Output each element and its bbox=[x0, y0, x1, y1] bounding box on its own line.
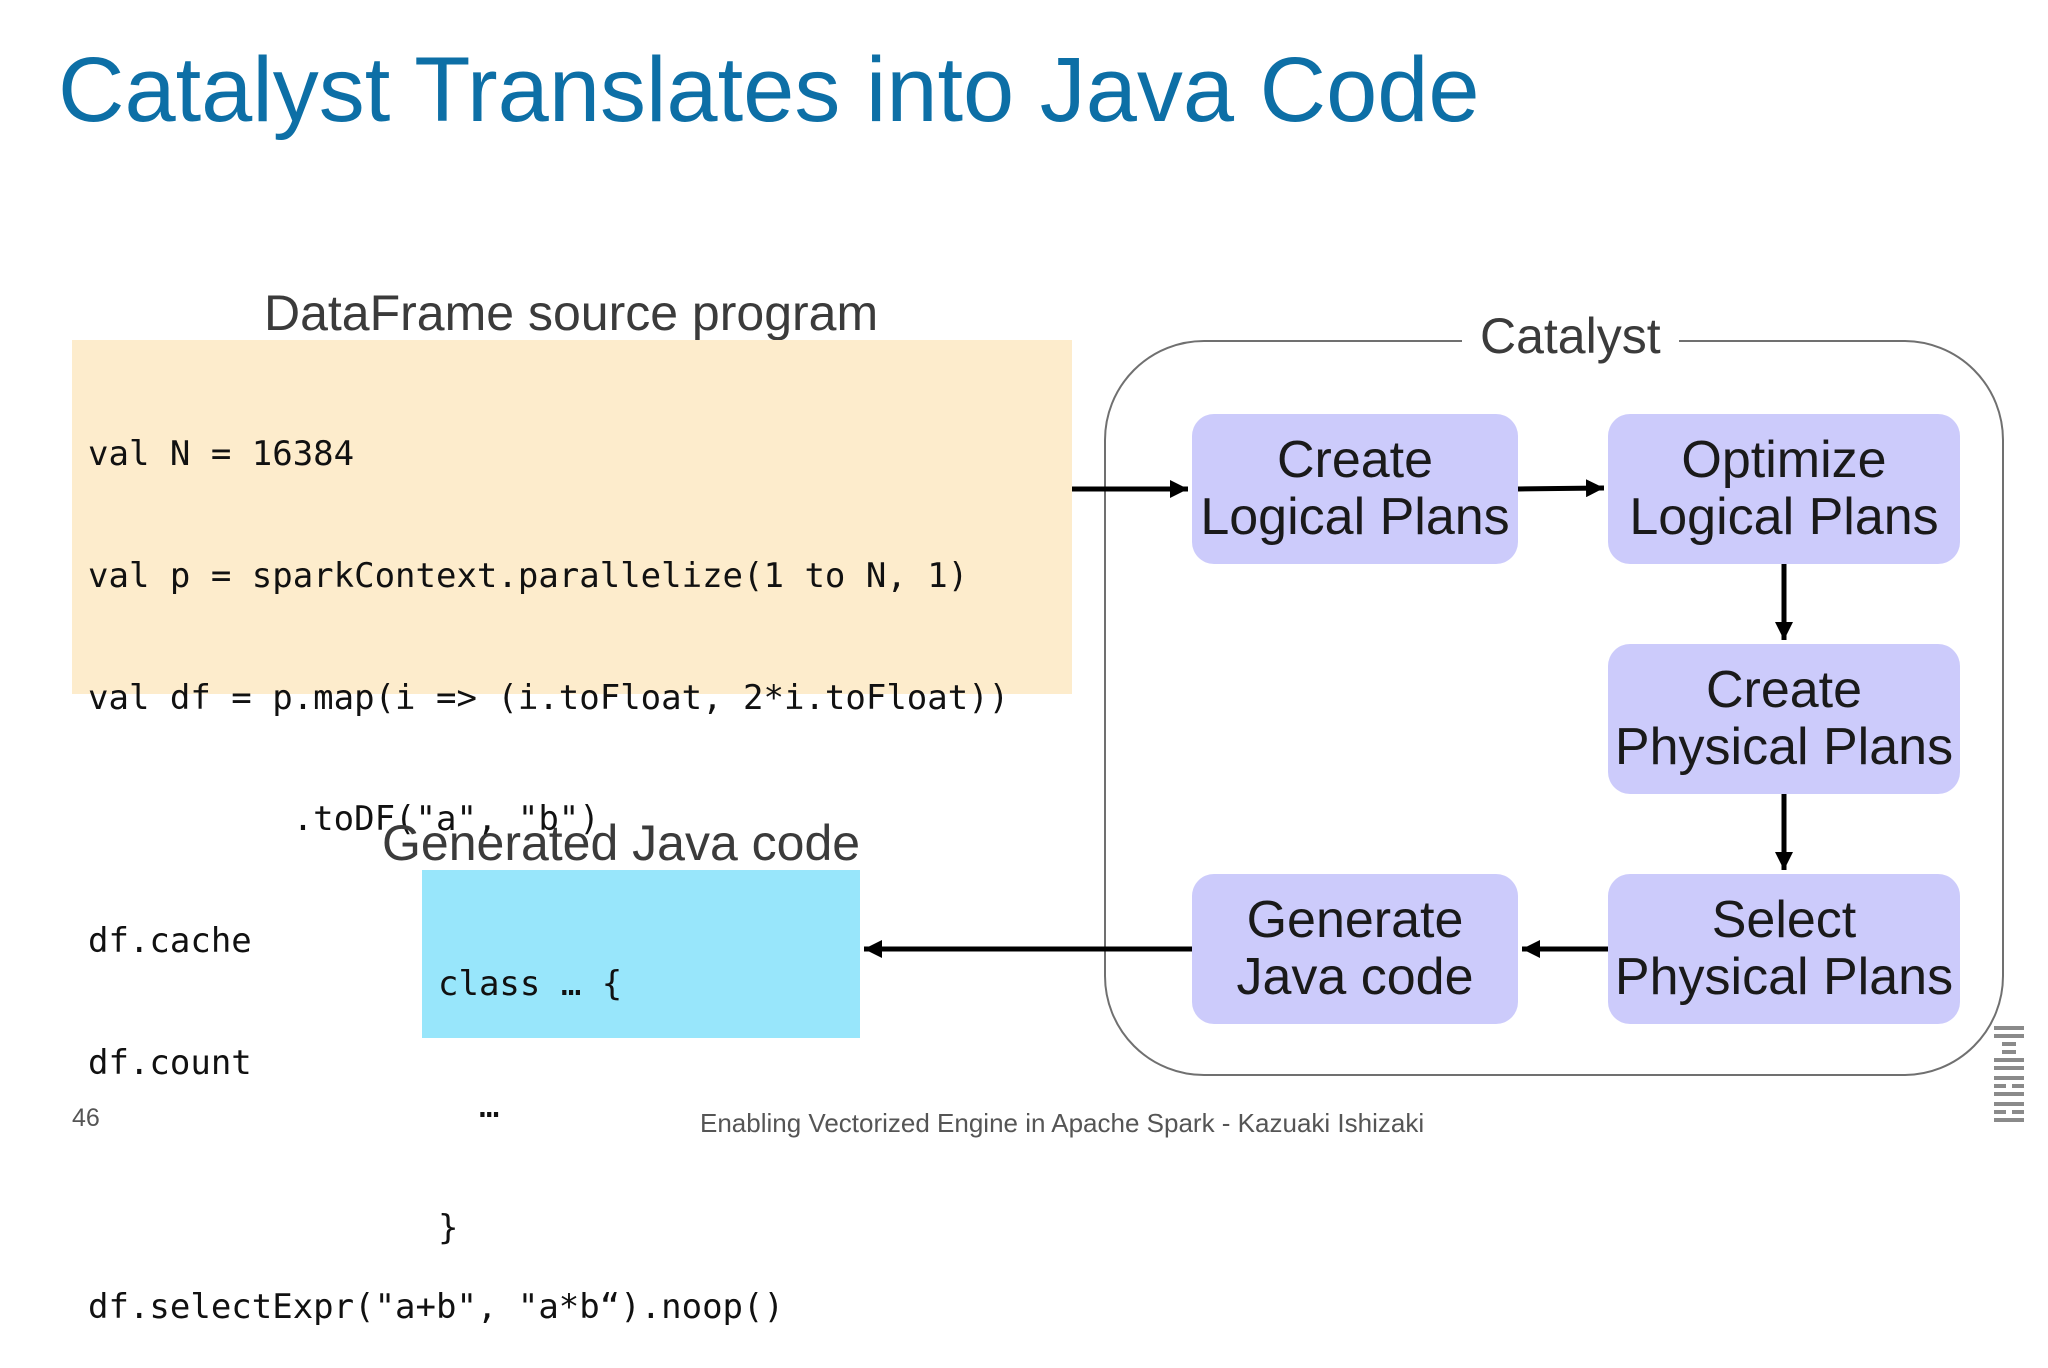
page-number: 46 bbox=[72, 1104, 100, 1132]
stage-label-line: Java code bbox=[1236, 948, 1474, 1006]
catalyst-label: Catalyst bbox=[1462, 306, 1679, 366]
create-logical-plans-stage: Create Logical Plans bbox=[1192, 414, 1518, 564]
create-physical-plans-stage: Create Physical Plans bbox=[1608, 644, 1960, 794]
stage-label-line: Generate bbox=[1246, 890, 1464, 949]
code-line: df.cache bbox=[88, 921, 252, 962]
select-physical-plans-stage: Select Physical Plans bbox=[1608, 874, 1960, 1024]
code-line: } bbox=[438, 1207, 459, 1248]
stage-label-line: Physical Plans bbox=[1614, 948, 1954, 1006]
code-line: val p = sparkContext.parallelize(1 to N,… bbox=[88, 555, 969, 596]
code-line: df.count bbox=[88, 1042, 252, 1083]
code-line: df.selectExpr("a+b", "a*b“).noop() bbox=[88, 1286, 784, 1327]
code-line: val df = p.map(i => (i.toFloat, 2*i.toFl… bbox=[88, 677, 1010, 718]
code-line: .toDF("a", "b") bbox=[88, 799, 600, 840]
stage-label-line: Select bbox=[1711, 890, 1857, 949]
source-program-label: DataFrame source program bbox=[264, 285, 879, 341]
footer-text: Enabling Vectorized Engine in Apache Spa… bbox=[700, 1108, 1425, 1138]
code-line: … bbox=[438, 1085, 500, 1126]
generate-java-code-stage: Generate Java code bbox=[1192, 874, 1518, 1024]
code-line bbox=[88, 1165, 1072, 1207]
stage-label-line: Optimize bbox=[1681, 430, 1887, 489]
stage-label-line: Physical Plans bbox=[1614, 718, 1954, 776]
arrow-create-to-optimize-logical bbox=[1517, 479, 1605, 498]
generated-code-block: class … { … } bbox=[422, 870, 860, 1248]
stage-label-line: Create bbox=[1276, 430, 1434, 489]
stage-label-line: Logical Plans bbox=[1629, 488, 1939, 546]
code-line: class … { bbox=[438, 964, 623, 1004]
ibm-logo bbox=[1994, 1026, 2024, 1122]
stage-label-line: Logical Plans bbox=[1200, 488, 1510, 546]
stage-label-line: Create bbox=[1705, 660, 1863, 719]
optimize-logical-plans-stage: Optimize Logical Plans bbox=[1608, 414, 1960, 564]
code-line: val N = 16384 bbox=[88, 434, 355, 474]
flow-arrows bbox=[864, 479, 1793, 958]
generated-code-label: Generated Java code bbox=[382, 815, 861, 871]
slide-title: Catalyst Translates into Java Code bbox=[58, 39, 1480, 141]
